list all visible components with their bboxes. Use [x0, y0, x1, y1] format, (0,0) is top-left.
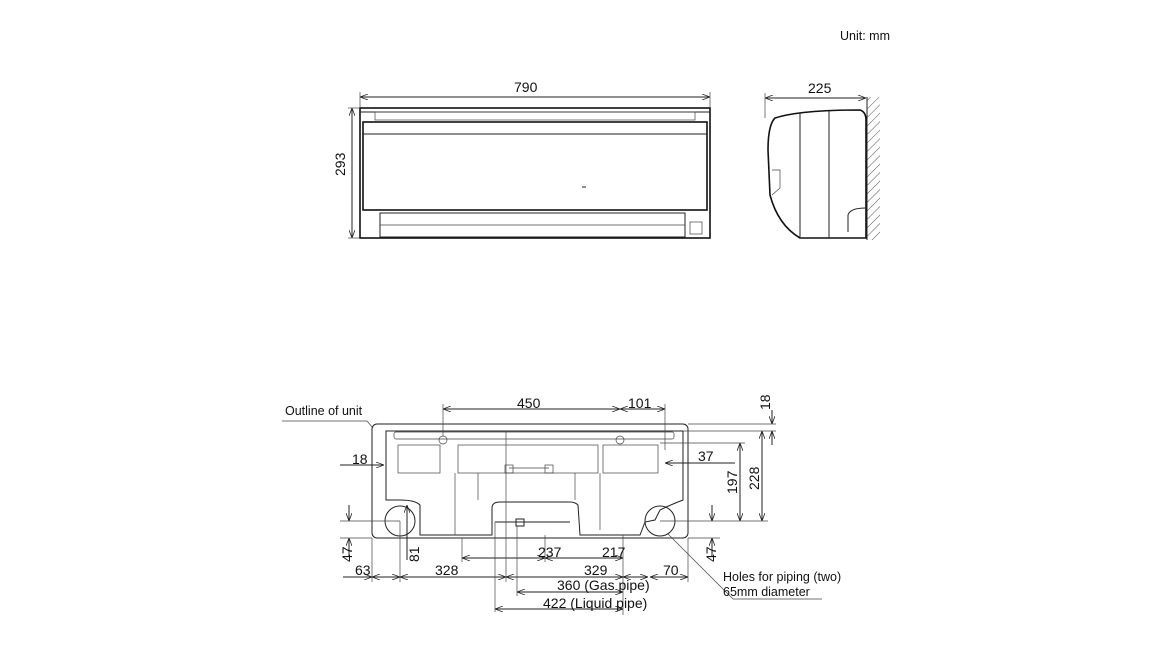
dim-18-top: 18	[757, 394, 773, 410]
dim-422-liquid-pipe: 422 (Liquid pipe)	[543, 595, 647, 611]
dim-37: 37	[698, 448, 714, 464]
front-view: 790 293	[332, 79, 711, 239]
height-dimension: 293	[332, 152, 348, 176]
unit-label: Unit: mm	[840, 29, 890, 43]
dim-328: 328	[435, 562, 459, 578]
dim-70: 70	[663, 562, 679, 578]
installation-plate-drawing: Outline of unit 450 101 18 37 197 228 18…	[282, 394, 841, 615]
outline-of-unit-label: Outline of unit	[285, 404, 363, 418]
depth-dimension: 225	[808, 80, 832, 96]
dim-228: 228	[746, 466, 762, 490]
dim-81: 81	[406, 546, 422, 562]
dim-197: 197	[724, 470, 740, 494]
dim-360-gas-pipe: 360 (Gas pipe)	[557, 577, 650, 593]
dim-101: 101	[628, 395, 652, 411]
width-dimension: 790	[514, 79, 538, 95]
side-view: 225	[764, 80, 880, 240]
dim-329: 329	[584, 562, 608, 578]
dim-217: 217	[602, 544, 626, 560]
dim-47-left: 47	[339, 546, 355, 562]
dim-237: 237	[538, 544, 562, 560]
dim-18-left: 18	[352, 451, 368, 467]
holes-label: Holes for piping (two)	[723, 570, 841, 584]
holes-diameter-label: 65mm diameter	[723, 585, 810, 599]
dim-450: 450	[517, 395, 541, 411]
dim-47-right: 47	[703, 546, 719, 562]
dim-63: 63	[355, 562, 371, 578]
